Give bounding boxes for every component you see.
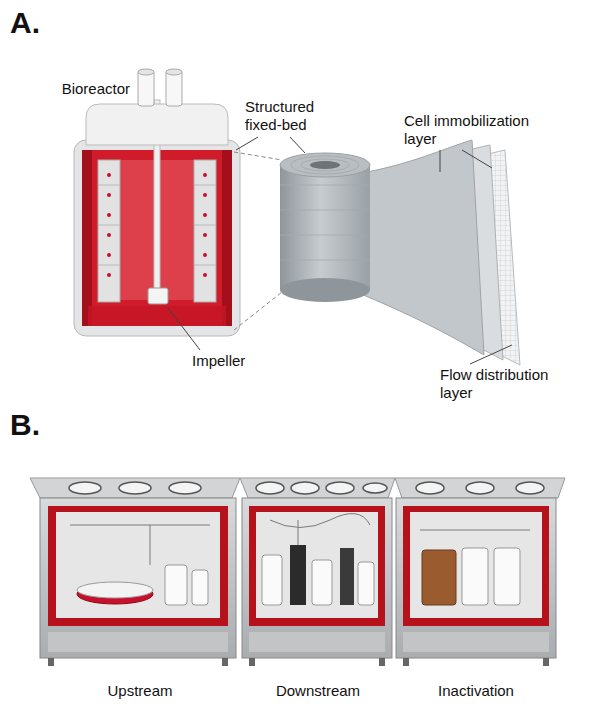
bioreactor-drawing (74, 69, 240, 336)
part-label: Structured fixed-bed (245, 98, 345, 134)
machine-line (30, 478, 565, 666)
leader-lines (168, 137, 512, 364)
fixed-bed-roll (280, 153, 370, 302)
part-label: Impeller (192, 352, 245, 370)
machine-label: Downstream (276, 682, 360, 700)
machine-label: Upstream (107, 682, 172, 700)
guide-lines (234, 152, 282, 330)
part-label: Flow distribution layer (440, 366, 570, 402)
part-label: Cell immobilization layer (404, 112, 554, 148)
part-label: Bioreactor (62, 80, 130, 98)
panel-letter: B. (10, 408, 40, 442)
panel-letter: A. (10, 6, 40, 40)
machine-label: Inactivation (438, 682, 514, 700)
fixed-bed-sheets (356, 140, 520, 365)
